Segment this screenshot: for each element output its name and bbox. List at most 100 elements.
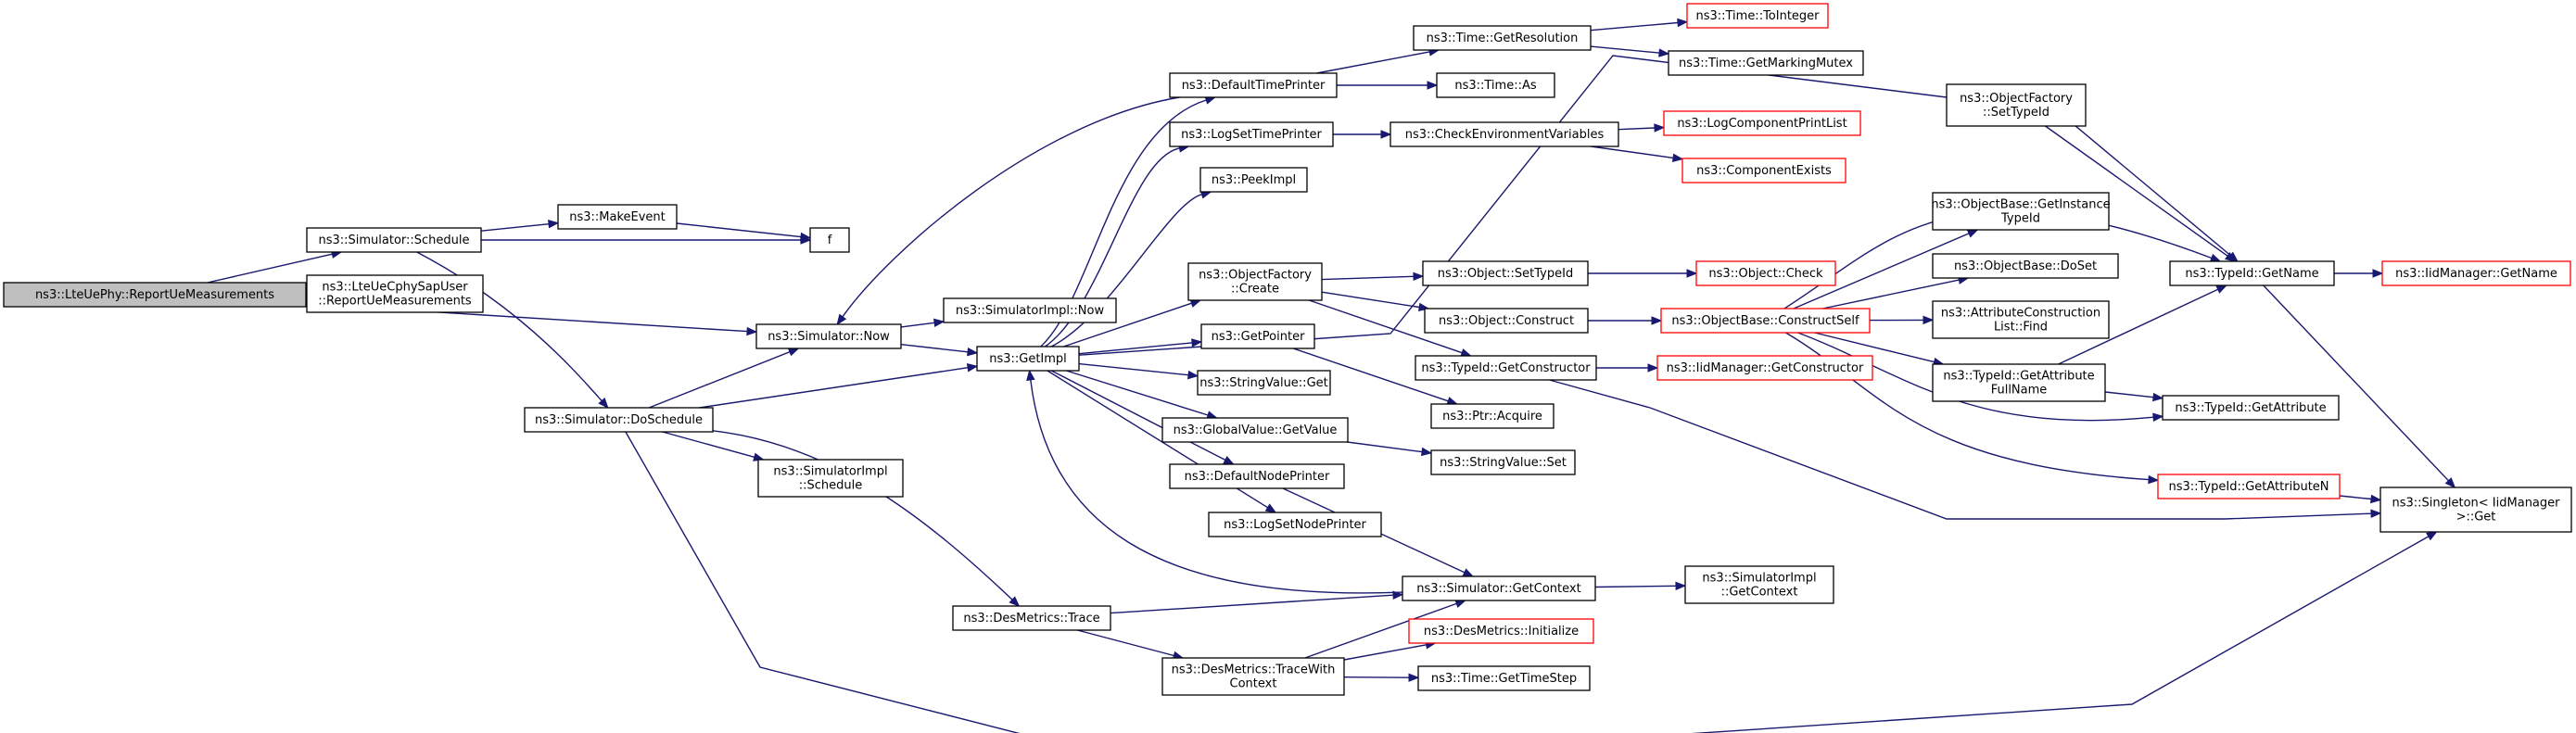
node-getname[interactable]: ns3::TypeId::GetName [2169,260,2335,286]
node-ptracq[interactable]: ns3::Ptr::Acquire [1430,403,1554,429]
node-box [557,204,678,230]
node-box [1200,323,1315,349]
node-makeevent[interactable]: ns3::MakeEvent [557,204,678,230]
node-objcheck[interactable]: ns3::Object::Check [1695,260,1836,286]
edge-deftime-to-getres [1316,51,1430,74]
edge-getctx-to-getimpl [1030,379,1403,594]
node-implsched[interactable]: ns3::SimulatorImpl::Schedule [757,459,904,498]
node-label: ns3::Time::GetMarkingMutex [1679,57,1853,70]
node-obdoset[interactable]: ns3::ObjectBase::DoSet [1932,253,2119,279]
node-strget[interactable]: ns3::StringValue::Get [1197,370,1331,396]
node-label: ns3::SimulatorImpl::Now [956,304,1105,318]
node-timeas[interactable]: ns3::Time::As [1436,72,1555,98]
node-label: ns3::TypeId::GetName [2185,267,2318,281]
node-getres[interactable]: ns3::Time::GetResolution [1413,25,1592,51]
node-iidctor[interactable]: ns3::IidManager::GetConstructor [1656,355,1873,381]
edge-getattrfull-to-getattr [2104,391,2154,398]
node-implctx[interactable]: ns3::SimulatorImpl::GetContext [1684,565,1834,604]
node-constructself[interactable]: ns3::ObjectBase::ConstructSelf [1660,308,1871,334]
node-label: ns3::LogSetNodePrinter [1224,518,1366,532]
edge-objfcreate-to-getctor [1308,299,1463,354]
node-label: ns3::Time::GetTimeStep [1431,672,1577,686]
node-gvget[interactable]: ns3::GlobalValue::GetValue [1161,417,1349,443]
node-box [1422,260,1589,286]
node-defnode[interactable]: ns3::DefaultNodePrinter [1169,463,1345,489]
node-getptr[interactable]: ns3::GetPointer [1200,323,1315,349]
node-compexists[interactable]: ns3::ComponentExists [1681,158,1846,183]
edge-constructself-to-getattrn [1785,332,2150,481]
node-label: ::ReportUeMeasurements [318,295,472,309]
edge-ofsettypeid-to-getname [2045,125,2228,257]
node-timestep[interactable]: ns3::Time::GetTimeStep [1417,665,1591,691]
node-label: ns3::TypeId::GetAttributeN [2168,480,2329,494]
node-mutex[interactable]: ns3::Time::GetMarkingMutex [1668,50,1864,76]
edge-arrowhead [2372,269,2384,278]
node-box [1660,308,1871,334]
node-dmtrace[interactable]: ns3::DesMetrics::Trace [952,605,1111,631]
node-label: ns3::TypeId::GetAttribute [2175,401,2326,415]
edge-arrowhead [933,318,945,327]
node-box [1408,618,1594,644]
edge-dmtracectx-to-getctx [1304,602,1457,659]
node-label: ns3::AttributeConstruction [1941,307,2100,321]
node-box [306,274,484,313]
node-checkenv[interactable]: ns3::CheckEnvironmentVariables [1390,121,1619,147]
node-f[interactable]: f [809,227,850,253]
edge-arrowhead [1654,123,1666,133]
node-objconstruct[interactable]: ns3::Object::Construct [1424,308,1589,334]
node-implnow[interactable]: ns3::SimulatorImpl::Now [943,297,1117,323]
node-cphy[interactable]: ns3::LteUeCphySapUser::ReportUeMeasureme… [306,274,484,313]
node-strset[interactable]: ns3::StringValue::Set [1430,449,1576,475]
node-box [524,407,714,433]
edge-getres-to-mutex [1590,45,1660,54]
node-box [3,282,307,308]
node-now[interactable]: ns3::Simulator::Now [755,323,902,349]
node-getimpl[interactable]: ns3::GetImpl [976,346,1080,372]
node-sched[interactable]: ns3::Simulator::Schedule [306,227,482,253]
node-box [757,459,904,498]
node-getctor[interactable]: ns3::TypeId::GetConstructor [1415,355,1597,381]
edge-getattrfull-to-getname [2058,288,2218,365]
edge-arrowhead [1187,370,1199,380]
node-lognode[interactable]: ns3::LogSetNodePrinter [1208,512,1382,537]
node-toint[interactable]: ns3::Time::ToInteger [1686,3,1829,29]
edge-arrowhead [1462,568,1475,577]
edge-arrowhead [1647,363,1659,373]
node-box [1946,83,2087,127]
edge-dosched-to-singleton [625,431,2430,733]
edge-constructself-to-obdoset [1822,279,1960,310]
edge-arrowhead [1686,269,1698,278]
node-getattr[interactable]: ns3::TypeId::GetAttribute [2162,395,2340,421]
node-deftime[interactable]: ns3::DefaultTimePrinter [1169,72,1338,98]
node-objfcreate[interactable]: ns3::ObjectFactory::Create [1187,262,1323,301]
node-root[interactable]: ns3::LteUePhy::ReportUeMeasurements [3,282,307,308]
node-label: ns3::ComponentExists [1696,164,1832,178]
node-settypeid[interactable]: ns3::Object::SetTypeId [1422,260,1589,286]
node-iidgetname[interactable]: ns3::IidManager::GetName [2381,260,2571,286]
node-peek[interactable]: ns3::PeekImpl [1199,167,1308,193]
edge-dmtrace-to-dmtracectx [1077,629,1174,657]
edge-sched-to-makeevent [480,223,550,232]
node-dminit[interactable]: ns3::DesMetrics::Initialize [1408,618,1594,644]
edge-arrowhead [2444,477,2456,488]
node-label: ns3::ObjectBase::DoSet [1954,259,2097,273]
node-logcomp[interactable]: ns3::LogComponentPrintList [1663,110,1861,136]
node-logtime[interactable]: ns3::LogSetTimePrinter [1169,121,1334,147]
edge-objfcreate-to-objconstruct [1321,291,1420,309]
node-ofsettypeid[interactable]: ns3::ObjectFactory::SetTypeId [1946,83,2087,127]
node-box [755,323,902,349]
node-dosched[interactable]: ns3::Simulator::DoSchedule [524,407,714,433]
node-singleton[interactable]: ns3::Singleton< IidManager>::Get [2379,487,2572,533]
node-box [1656,355,1873,381]
node-label: FullName [1991,384,2048,398]
node-box [1169,463,1345,489]
node-getattrn[interactable]: ns3::TypeId::GetAttributeN [2157,474,2341,499]
node-label: ns3::ObjectBase::GetInstance [1931,198,2110,212]
edge-deftime-to-now [842,96,1180,318]
node-getctx[interactable]: ns3::Simulator::GetContext [1402,575,1596,601]
node-label: ns3::IidManager::GetConstructor [1667,361,1864,375]
